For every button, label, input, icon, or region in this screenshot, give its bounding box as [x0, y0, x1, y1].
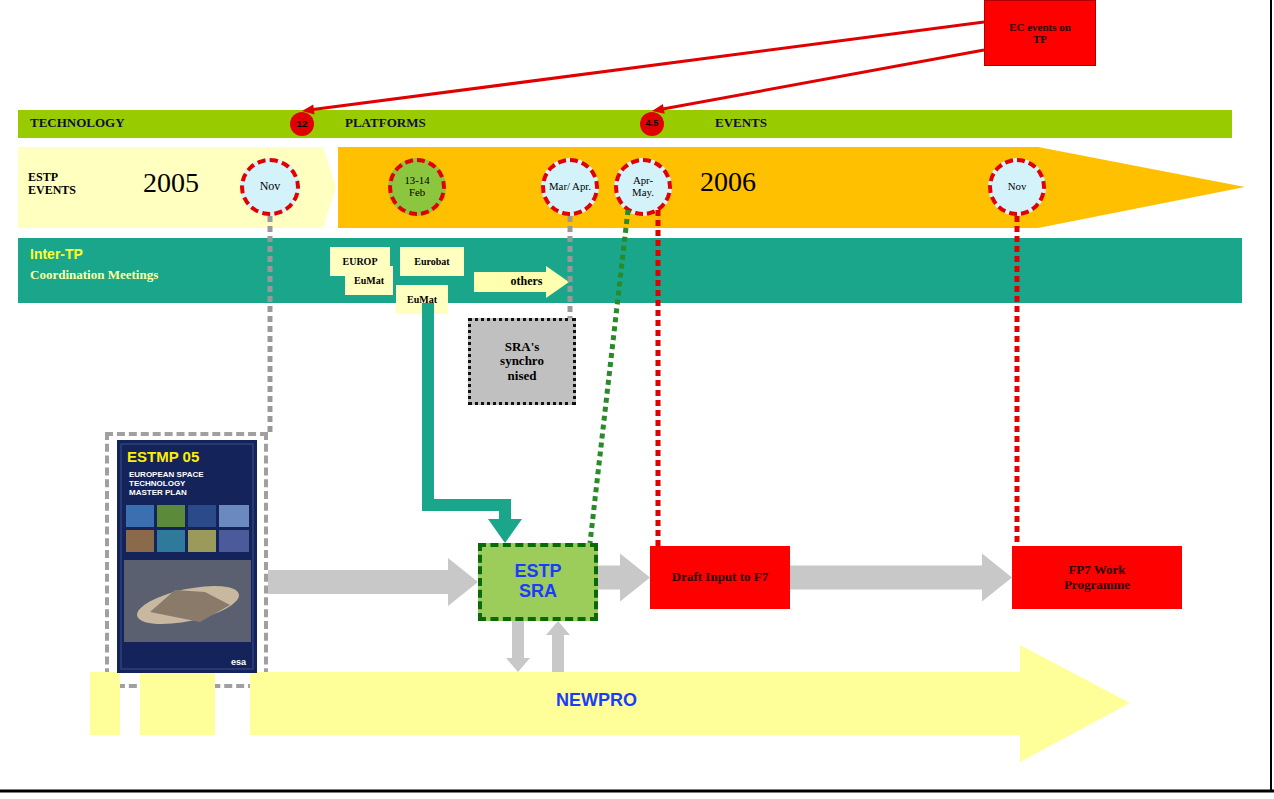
- node-text: EuMat: [354, 275, 384, 286]
- event-circle: Mar/ Apr.: [541, 158, 599, 216]
- connector: [790, 554, 1012, 602]
- coordination-band: Inter-TP Coordination Meetings EUROP Euroba…: [18, 238, 1242, 303]
- cover-picture: [126, 505, 154, 527]
- node-text: Eurobat: [414, 256, 449, 267]
- newpro-arrow-shape: [250, 645, 1130, 762]
- connector-line: [663, 50, 984, 109]
- node-text: Nov: [995, 181, 1039, 193]
- block-arrow: [546, 621, 570, 672]
- connector-line: [313, 22, 984, 110]
- cover-picture: [157, 505, 185, 527]
- node-text: PLATFORMS: [345, 116, 426, 130]
- cover-picture: [219, 530, 249, 552]
- cover-picture: [157, 530, 185, 552]
- platform-tag: Eurobat: [400, 247, 464, 276]
- book-frame: ESTMP 05 EUROPEAN SPACE TECHNOLOGY MASTER…: [105, 432, 268, 688]
- event-circle: Nov: [988, 158, 1046, 216]
- sra-box: ESTP SRA: [478, 543, 598, 621]
- cover-frame: [121, 444, 253, 669]
- cover-picture: [124, 560, 251, 642]
- year-arrow-shape: [338, 147, 1245, 228]
- block-arrow: [790, 554, 1012, 602]
- arrow-head: [488, 519, 522, 543]
- node-text: esa: [231, 658, 246, 668]
- connector: [506, 621, 530, 672]
- node-text: 13-14 Feb: [395, 175, 439, 199]
- connector: [652, 50, 984, 114]
- connector: [598, 554, 650, 602]
- node-text: Inter-TP: [30, 246, 83, 262]
- node-text: NEWPRO: [556, 691, 637, 711]
- others-arrow-shape: [474, 266, 569, 298]
- frame-line: [1270, 0, 1272, 791]
- event-dot: 12: [290, 112, 314, 136]
- cover-picture: [188, 505, 216, 527]
- node-text: Draft Input to F7: [670, 570, 770, 584]
- connector: [268, 558, 478, 606]
- node-text: TECHNOLOGY: [30, 116, 125, 130]
- timeline-band: TECHNOLOGY PLATFORMS EVENTS 12 4.5: [18, 110, 1232, 138]
- cover-picture: [126, 530, 154, 552]
- year-arrow: 2006 13-14 Feb Mar/ Apr. Apr- May. Nov: [338, 147, 1245, 228]
- sync-box: SRA's synchro nised: [468, 318, 576, 405]
- shuttle-picture: [134, 579, 242, 632]
- cover-picture: [188, 530, 216, 552]
- node-text: Coordination Meetings: [30, 268, 158, 282]
- connector: [302, 22, 984, 114]
- event-circle: 13-14 Feb: [388, 158, 446, 216]
- platform-tag: EuMat: [396, 285, 448, 314]
- others-arrow: others: [474, 266, 569, 298]
- year-band: ESTP EVENTS 2005 Nov: [18, 147, 336, 228]
- year-band-shape: [18, 147, 336, 228]
- node-text: SRA's synchro nised: [486, 340, 558, 383]
- newpro-arrow-shape: [90, 672, 120, 735]
- node-text: 2005: [143, 167, 199, 199]
- node-text: EUROPEAN SPACE TECHNOLOGY MASTER PLAN: [129, 470, 219, 497]
- node-text: Nov: [248, 180, 292, 193]
- cover-picture: [219, 505, 249, 527]
- year-arrow-shape: [338, 147, 1245, 228]
- node-text: Apr- May.: [621, 175, 665, 199]
- book-cover: [117, 440, 257, 673]
- event-circle: Nov: [240, 158, 300, 216]
- block-arrow: [598, 554, 650, 602]
- node-text: others: [511, 275, 543, 288]
- node-text: 12: [297, 119, 308, 130]
- output-box: Draft Input to F7: [650, 546, 790, 609]
- shuttle-picture: [150, 590, 230, 622]
- node-text: Mar/ Apr.: [548, 181, 592, 193]
- callout-box: EC events on TP: [984, 0, 1096, 66]
- output-box: FP7 Work Programme: [1012, 546, 1182, 609]
- newpro-arrow-shape: [140, 672, 215, 735]
- block-arrow: [506, 621, 530, 672]
- node-text: EUROP: [343, 256, 378, 267]
- event-dot: 4.5: [640, 112, 664, 136]
- block-arrow: [268, 558, 478, 606]
- node-text: FP7 Work Programme: [1052, 563, 1142, 592]
- node-text: ESTP SRA: [508, 562, 568, 602]
- platform-tag: EuMat: [345, 266, 393, 295]
- frame-line: [0, 790, 1274, 793]
- event-circle: Apr- May.: [614, 158, 672, 216]
- node-text: ESTMP 05: [127, 448, 199, 465]
- connector: [546, 621, 570, 672]
- node-text: EuMat: [407, 294, 437, 305]
- node-text: 2006: [700, 167, 756, 198]
- node-text: ESTP EVENTS: [28, 171, 88, 197]
- node-text: 4.5: [646, 119, 659, 129]
- node-text: EC events on TP: [1009, 21, 1071, 45]
- node-text: EVENTS: [715, 116, 767, 130]
